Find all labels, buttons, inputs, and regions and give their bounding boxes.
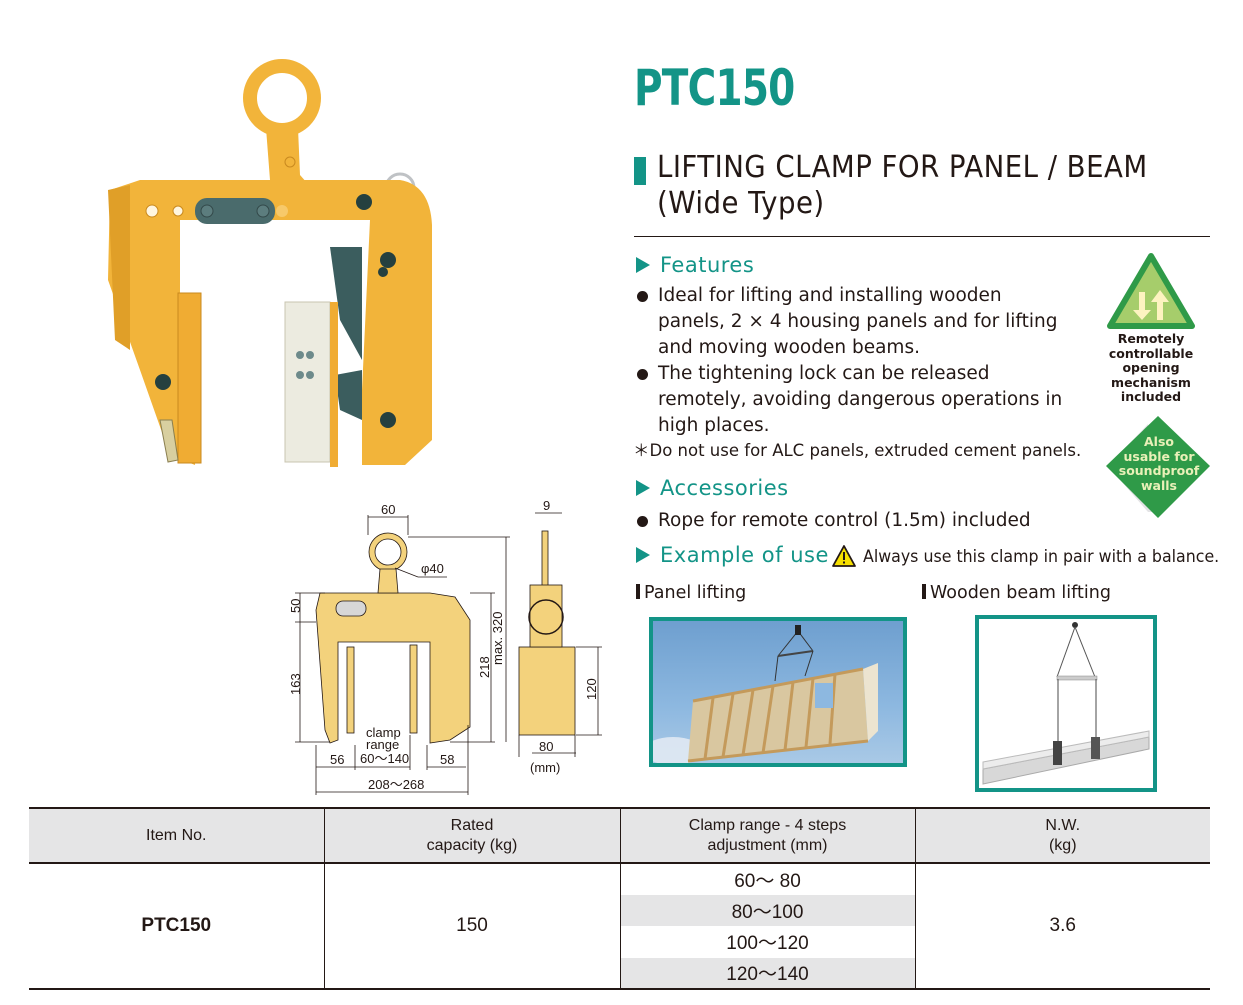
header-text: capacity (kg) <box>426 836 518 854</box>
product-subtitle: LIFTING CLAMP FOR PANEL / BEAM (Wide Typ… <box>657 150 1148 222</box>
cell-clamp-range-2: 80～100 <box>619 894 915 926</box>
dim-right-width: 58 <box>440 752 454 767</box>
dim-max-height: max. 320 <box>490 612 505 665</box>
cell-capacity: 150 <box>323 863 620 990</box>
dimension-drawing: 60 φ40 50 163 218 max. 320 clamp range 6… <box>280 495 610 805</box>
subtitle-marker <box>634 157 646 185</box>
accessory-item: Rope for remote control (1.5m) included <box>634 508 1054 534</box>
example-heading: Example of use <box>636 542 829 568</box>
wooden-beam-lifting-photo <box>975 615 1157 792</box>
dim-eye-diameter: φ40 <box>421 561 444 576</box>
header-text: (kg) <box>1048 836 1077 854</box>
dim-side-thickness: 9 <box>543 498 550 513</box>
feature-2-line-3: high places. <box>658 415 770 436</box>
table-row: PTC150 150 60～ 80 3.6 <box>29 863 1210 990</box>
subtitle-line-1: LIFTING CLAMP FOR PANEL / BEAM <box>657 150 1148 185</box>
diamond-badge-icon <box>1106 416 1210 518</box>
triangle-bullet-icon <box>636 257 650 273</box>
accessories-heading-text: Accessories <box>660 476 789 500</box>
cell-clamp-range-3: 100～120 <box>619 926 915 958</box>
bullet-dot-icon <box>637 291 648 302</box>
panel-lifting-text: Panel lifting <box>644 583 747 603</box>
header-clamp-range: Clamp range - 4 steps adjustment (mm) <box>619 807 915 864</box>
dim-clamp-range: 60～140 <box>360 751 409 766</box>
feature-2-line-1: The tightening lock can be released <box>658 363 990 384</box>
feature-1-line-2: panels, 2 × 4 housing panels and for lif… <box>658 311 1058 332</box>
dim-body-height: 218 <box>477 656 492 678</box>
remote-badge-caption: Remotely controllable opening mechanism … <box>1096 331 1206 405</box>
header-text: Item No. <box>146 826 207 844</box>
beam-lifting-label: Wooden beam lifting <box>922 582 1111 604</box>
cell-clamp-range-4: 120～140 <box>619 957 915 990</box>
dim-side-height: 120 <box>584 678 599 700</box>
usage-note: ＊Do not use for ALC panels, extruded cem… <box>633 441 1082 460</box>
dim-unit: (mm) <box>530 760 560 775</box>
table-row: 80～100 <box>29 894 1210 926</box>
badge-line: mechanism <box>1111 374 1191 390</box>
soundproof-badge: Also usable for soundproof walls <box>1106 416 1212 520</box>
spec-table: Item No. Rated capacity (kg) Clamp range… <box>29 807 1210 990</box>
header-text: Clamp range - 4 steps <box>688 816 847 834</box>
cell-item-no: PTC150 <box>29 863 324 990</box>
accessory-text: Rope for remote control (1.5m) included <box>658 510 1031 531</box>
model-title: PTC150 <box>634 59 795 117</box>
badge-line: Remotely <box>1117 331 1185 346</box>
header-net-weight: N.W. (kg) <box>914 807 1210 864</box>
badge-line: soundproof <box>1118 463 1200 478</box>
up-down-arrows-triangle-icon <box>1107 253 1195 329</box>
remote-control-badge: Remotely controllable opening mechanism … <box>1106 252 1196 412</box>
badge-line: Also <box>1144 434 1174 449</box>
feature-1-line-3: and moving wooden beams. <box>658 337 920 358</box>
label-marker <box>636 584 640 599</box>
label-marker <box>922 584 926 599</box>
table-row: 120～140 <box>29 957 1210 990</box>
badge-line: included <box>1120 389 1182 404</box>
cell-clamp-range-1: 60～ 80 <box>619 863 915 895</box>
header-text: N.W. <box>1045 816 1081 834</box>
table-row: 100～120 <box>29 926 1210 958</box>
warning-triangle-icon <box>832 545 856 567</box>
panel-lifting-label: Panel lifting <box>636 582 746 604</box>
clamp-label-1: clamp <box>366 725 401 740</box>
header-rated-capacity: Rated capacity (kg) <box>323 807 620 864</box>
cell-net-weight: 3.6 <box>914 863 1210 990</box>
clamp-label-2: range <box>366 737 399 752</box>
dim-eye-width: 60 <box>381 502 395 517</box>
warning-text: Always use this clamp in pair with a bal… <box>863 547 1220 567</box>
accessories-heading: Accessories <box>636 475 789 501</box>
triangle-bullet-icon <box>636 547 650 563</box>
soundproof-badge-caption: Also usable for soundproof walls <box>1106 434 1212 493</box>
beam-lifting-text: Wooden beam lifting <box>930 583 1111 603</box>
product-photo <box>100 50 440 470</box>
features-heading-text: Features <box>660 253 755 277</box>
badge-line: usable for <box>1123 448 1195 464</box>
header-item-no: Item No. <box>29 807 324 864</box>
dim-jaw-height: 163 <box>288 673 303 695</box>
example-heading-text: Example of use <box>660 543 829 567</box>
triangle-bullet-icon <box>636 480 650 496</box>
bullet-dot-icon <box>637 369 648 380</box>
divider <box>634 236 1210 237</box>
dim-overall-width: 208～268 <box>368 777 424 792</box>
badge-line: controllable <box>1108 345 1194 361</box>
badge-line: opening <box>1122 360 1180 375</box>
feature-2-line-2: remotely, avoiding dangerous operations … <box>658 389 1063 410</box>
dim-left-width: 56 <box>330 752 344 767</box>
dim-side-width: 80 <box>539 739 553 754</box>
badge-line: walls <box>1141 477 1177 493</box>
features-heading: Features <box>636 252 754 278</box>
feature-item-2: The tightening lock can be released remo… <box>634 361 1094 439</box>
header-text: adjustment (mm) <box>707 836 828 854</box>
bullet-dot-icon <box>637 516 648 527</box>
feature-1-line-1: Ideal for lifting and installing wooden <box>658 285 1002 306</box>
subtitle-line-2: (Wide Type) <box>657 186 825 221</box>
table-header-row: Item No. Rated capacity (kg) Clamp range… <box>29 807 1210 864</box>
dim-top: 50 <box>288 599 303 613</box>
header-text: Rated <box>450 816 494 834</box>
panel-lifting-photo <box>649 617 907 767</box>
feature-item-1: Ideal for lifting and installing wooden … <box>634 283 1094 361</box>
